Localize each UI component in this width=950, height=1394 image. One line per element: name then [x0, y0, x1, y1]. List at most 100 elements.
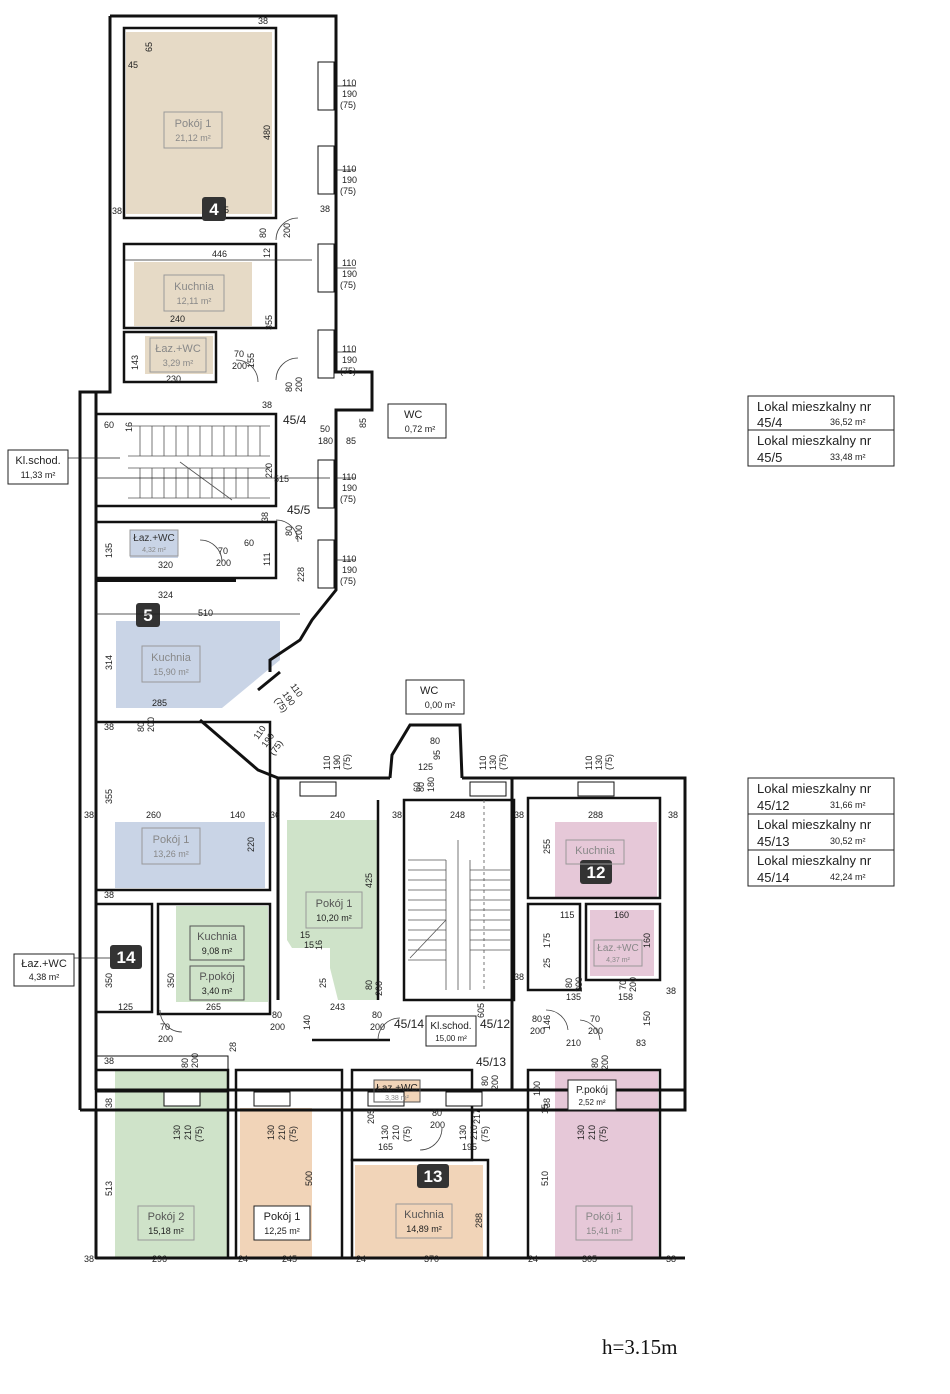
svg-text:355: 355	[264, 315, 274, 330]
svg-text:265: 265	[206, 1002, 221, 1012]
svg-text:Kl.schod.: Kl.schod.	[430, 1021, 471, 1032]
svg-text:200: 200	[530, 1026, 545, 1036]
svg-text:9,08 m²: 9,08 m²	[202, 946, 233, 956]
room-fill-r14-kuchnia	[176, 906, 268, 1002]
svg-text:158: 158	[618, 992, 633, 1002]
room-label-r14-pokoj2: Pokój 2 15,18 m²	[137, 1205, 195, 1241]
svg-text:200: 200	[282, 223, 292, 238]
svg-text:110: 110	[478, 756, 488, 770]
room-label-r4-laz: Łaz.+WC 3,29 m²	[149, 337, 207, 373]
svg-text:80: 80	[430, 736, 440, 746]
svg-text:217: 217	[472, 1109, 482, 1124]
svg-text:38: 38	[104, 1056, 114, 1066]
svg-text:110: 110	[342, 472, 356, 482]
unit-badge-14: 14	[110, 945, 142, 969]
svg-text:Łaz.+WC: Łaz.+WC	[597, 943, 638, 954]
svg-text:31,66 m²: 31,66 m²	[830, 800, 866, 810]
svg-text:70: 70	[590, 1014, 600, 1024]
svg-text:Kuchnia: Kuchnia	[404, 1209, 445, 1221]
svg-text:4,38 m²: 4,38 m²	[29, 972, 60, 982]
legend-lower: Lokal mieszkalny nr 45/12 31,66 m² Lokal…	[747, 777, 895, 887]
svg-text:Lokal mieszkalny nr: Lokal mieszkalny nr	[757, 399, 872, 414]
svg-text:210: 210	[391, 1125, 401, 1140]
svg-text:Pokój 1: Pokój 1	[264, 1211, 301, 1223]
svg-text:80: 80	[416, 782, 426, 792]
svg-text:230: 230	[166, 374, 181, 384]
svg-text:65: 65	[144, 42, 154, 52]
svg-text:Łaz.+WC: Łaz.+WC	[155, 343, 201, 355]
svg-text:38: 38	[542, 1098, 552, 1108]
side-label-klschod-lower: Kl.schod. 15,00 m²	[425, 1015, 477, 1047]
svg-text:605: 605	[476, 1003, 486, 1018]
svg-text:3,29 m²: 3,29 m²	[163, 358, 194, 368]
svg-text:500: 500	[304, 1171, 314, 1186]
svg-text:(75): (75)	[340, 576, 356, 586]
svg-text:5: 5	[143, 606, 152, 625]
svg-text:38: 38	[668, 810, 678, 820]
svg-text:95: 95	[432, 750, 442, 760]
svg-text:3,38 m²: 3,38 m²	[385, 1095, 409, 1102]
svg-text:248: 248	[450, 810, 465, 820]
svg-text:111: 111	[262, 552, 272, 566]
svg-text:38: 38	[260, 512, 270, 522]
side-label-wc-lower: WC 0,00 m²	[405, 679, 465, 715]
svg-text:350: 350	[104, 973, 114, 988]
svg-text:480: 480	[262, 125, 272, 140]
room-fill-r5-laz	[130, 530, 178, 558]
unit-badge-5: 5	[136, 603, 160, 627]
svg-text:200: 200	[294, 525, 304, 540]
svg-text:13,26 m²: 13,26 m²	[153, 849, 189, 859]
svg-text:200: 200	[232, 361, 247, 371]
svg-text:80: 80	[364, 980, 374, 990]
svg-text:200: 200	[490, 1075, 500, 1090]
svg-text:350: 350	[166, 973, 176, 988]
svg-text:(75): (75)	[288, 1126, 298, 1142]
unit-badge-13: 13	[417, 1164, 449, 1188]
svg-text:38: 38	[258, 16, 268, 26]
svg-text:Łaz.+WC: Łaz.+WC	[376, 1083, 417, 1094]
stairs-upper	[128, 425, 270, 501]
svg-text:446: 446	[212, 249, 227, 259]
unit-badge-12: 12	[580, 860, 612, 884]
svg-text:200: 200	[216, 558, 231, 568]
svg-text:110: 110	[342, 554, 356, 564]
svg-text:160: 160	[642, 933, 652, 948]
svg-text:80: 80	[136, 722, 146, 732]
svg-text:305: 305	[582, 1254, 597, 1264]
windows-upper-right	[317, 61, 335, 589]
svg-text:42,24 m²: 42,24 m²	[830, 872, 866, 882]
svg-text:(75): (75)	[498, 754, 508, 770]
svg-text:Kuchnia: Kuchnia	[151, 652, 192, 664]
svg-text:190: 190	[342, 89, 357, 99]
svg-text:80: 80	[532, 1014, 542, 1024]
svg-text:175: 175	[542, 933, 552, 948]
svg-text:Pokój 1: Pokój 1	[153, 834, 190, 846]
svg-text:38: 38	[666, 1254, 676, 1264]
room-fill-r5-kuchnia	[116, 621, 280, 708]
door-labels: 80 200 80 200 80 200 70 200 70 200 80 20…	[136, 223, 638, 1130]
svg-text:130: 130	[458, 1125, 468, 1140]
svg-text:15,00 m²: 15,00 m²	[435, 1034, 467, 1043]
svg-text:110: 110	[584, 756, 594, 770]
svg-text:Kuchnia: Kuchnia	[197, 931, 238, 943]
svg-text:Pokój 1: Pokój 1	[586, 1211, 623, 1223]
svg-text:314: 314	[104, 655, 114, 670]
svg-text:15,90 m²: 15,90 m²	[153, 667, 189, 677]
svg-text:45/14: 45/14	[757, 870, 790, 885]
unit-badge-4: 4	[202, 197, 226, 221]
svg-text:210: 210	[277, 1125, 287, 1140]
svg-text:115: 115	[560, 910, 574, 920]
legend-upper: Lokal mieszkalny nr 45/4 36,52 m² Lokal …	[747, 395, 895, 467]
svg-text:38: 38	[84, 810, 94, 820]
svg-text:155: 155	[246, 353, 256, 368]
svg-text:(75): (75)	[402, 1126, 412, 1142]
svg-text:140: 140	[230, 810, 245, 820]
svg-text:110: 110	[342, 258, 356, 268]
svg-text:38: 38	[514, 972, 524, 982]
window-dims-right: 110 190 (75) 110 190 (75) 110 190 (75) 1…	[336, 78, 357, 586]
side-label-wc-upper: WC 0,72 m²	[387, 403, 447, 439]
svg-text:50: 50	[320, 424, 330, 434]
window-dims-bottom: 130 210 (75) 130 210 (75) 130 210 (75) 1…	[172, 1125, 608, 1142]
svg-text:14: 14	[117, 948, 136, 967]
